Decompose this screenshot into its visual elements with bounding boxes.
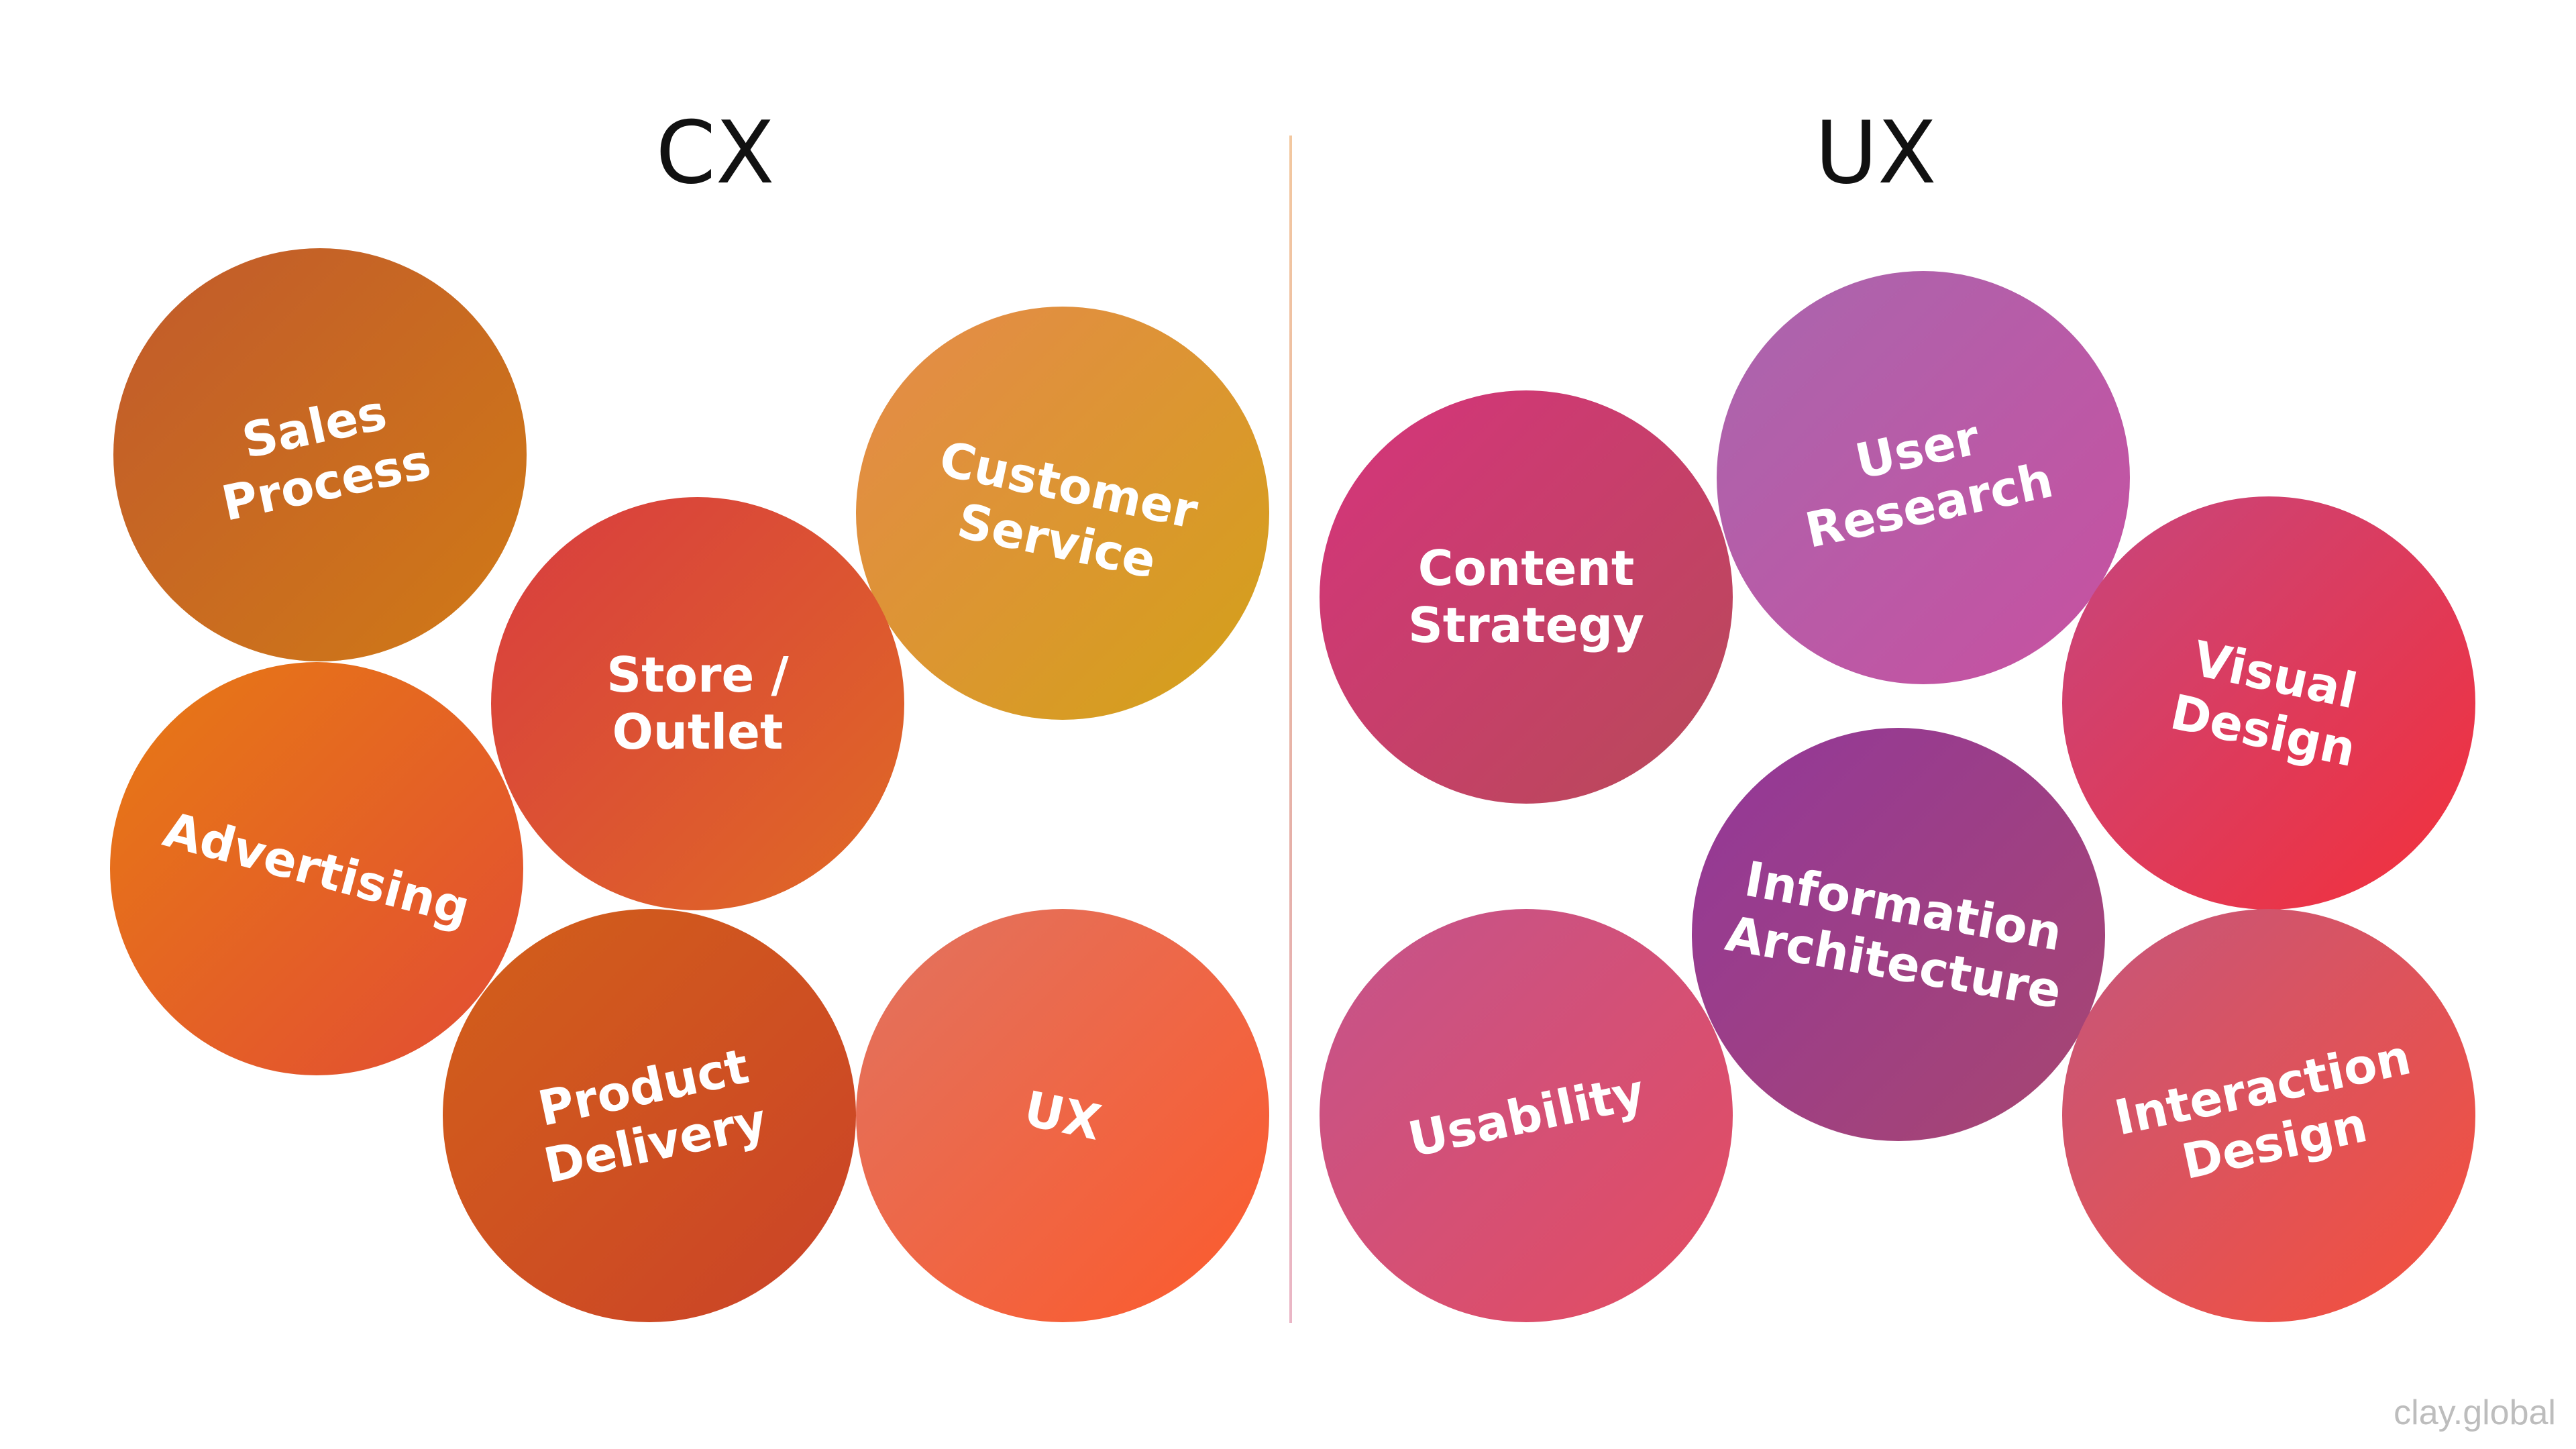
cx-circle-store-outlet: Store / Outlet xyxy=(491,497,904,910)
cx-circle-sales-process: Sales Process xyxy=(113,248,527,661)
circle-label: Interaction Design xyxy=(2110,1028,2416,1191)
cx-circle-product-delivery: Product Delivery xyxy=(443,909,856,1322)
cx-heading: CX xyxy=(655,103,775,203)
circle-label: Information Architecture xyxy=(1721,850,2066,1020)
cx-circle-advertising: Advertising xyxy=(110,662,523,1075)
cx-circle-ux: UX xyxy=(856,909,1269,1322)
ux-heading: UX xyxy=(1815,103,1937,203)
circle-label: Usability xyxy=(1403,1063,1650,1168)
circle-label: Content Strategy xyxy=(1407,540,1645,653)
ux-circle-information-architecture: Information Architecture xyxy=(1692,728,2105,1141)
ux-circle-interaction-design: Interaction Design xyxy=(2062,909,2475,1322)
circle-label: Visual Design xyxy=(2165,630,2362,778)
cx-circle-customer-service: Customer Service xyxy=(856,307,1269,720)
circle-label: User Research xyxy=(1801,409,2058,559)
ux-circle-user-research: User Research xyxy=(1717,271,2130,684)
circle-label: Sales Process xyxy=(216,384,435,532)
circle-label: UX xyxy=(1019,1079,1106,1151)
ux-circle-visual-design: Visual Design xyxy=(2062,496,2475,910)
circle-label: Store / Outlet xyxy=(606,647,789,760)
brand-watermark: clay.global xyxy=(2394,1393,2556,1432)
circle-label: Customer Service xyxy=(934,430,1203,590)
circle-label: Product Delivery xyxy=(533,1037,771,1195)
ux-circle-usability: Usability xyxy=(1320,909,1733,1322)
circle-label: Advertising xyxy=(158,800,476,936)
column-divider xyxy=(1289,136,1292,1323)
ux-circle-content-strategy: Content Strategy xyxy=(1320,390,1733,804)
